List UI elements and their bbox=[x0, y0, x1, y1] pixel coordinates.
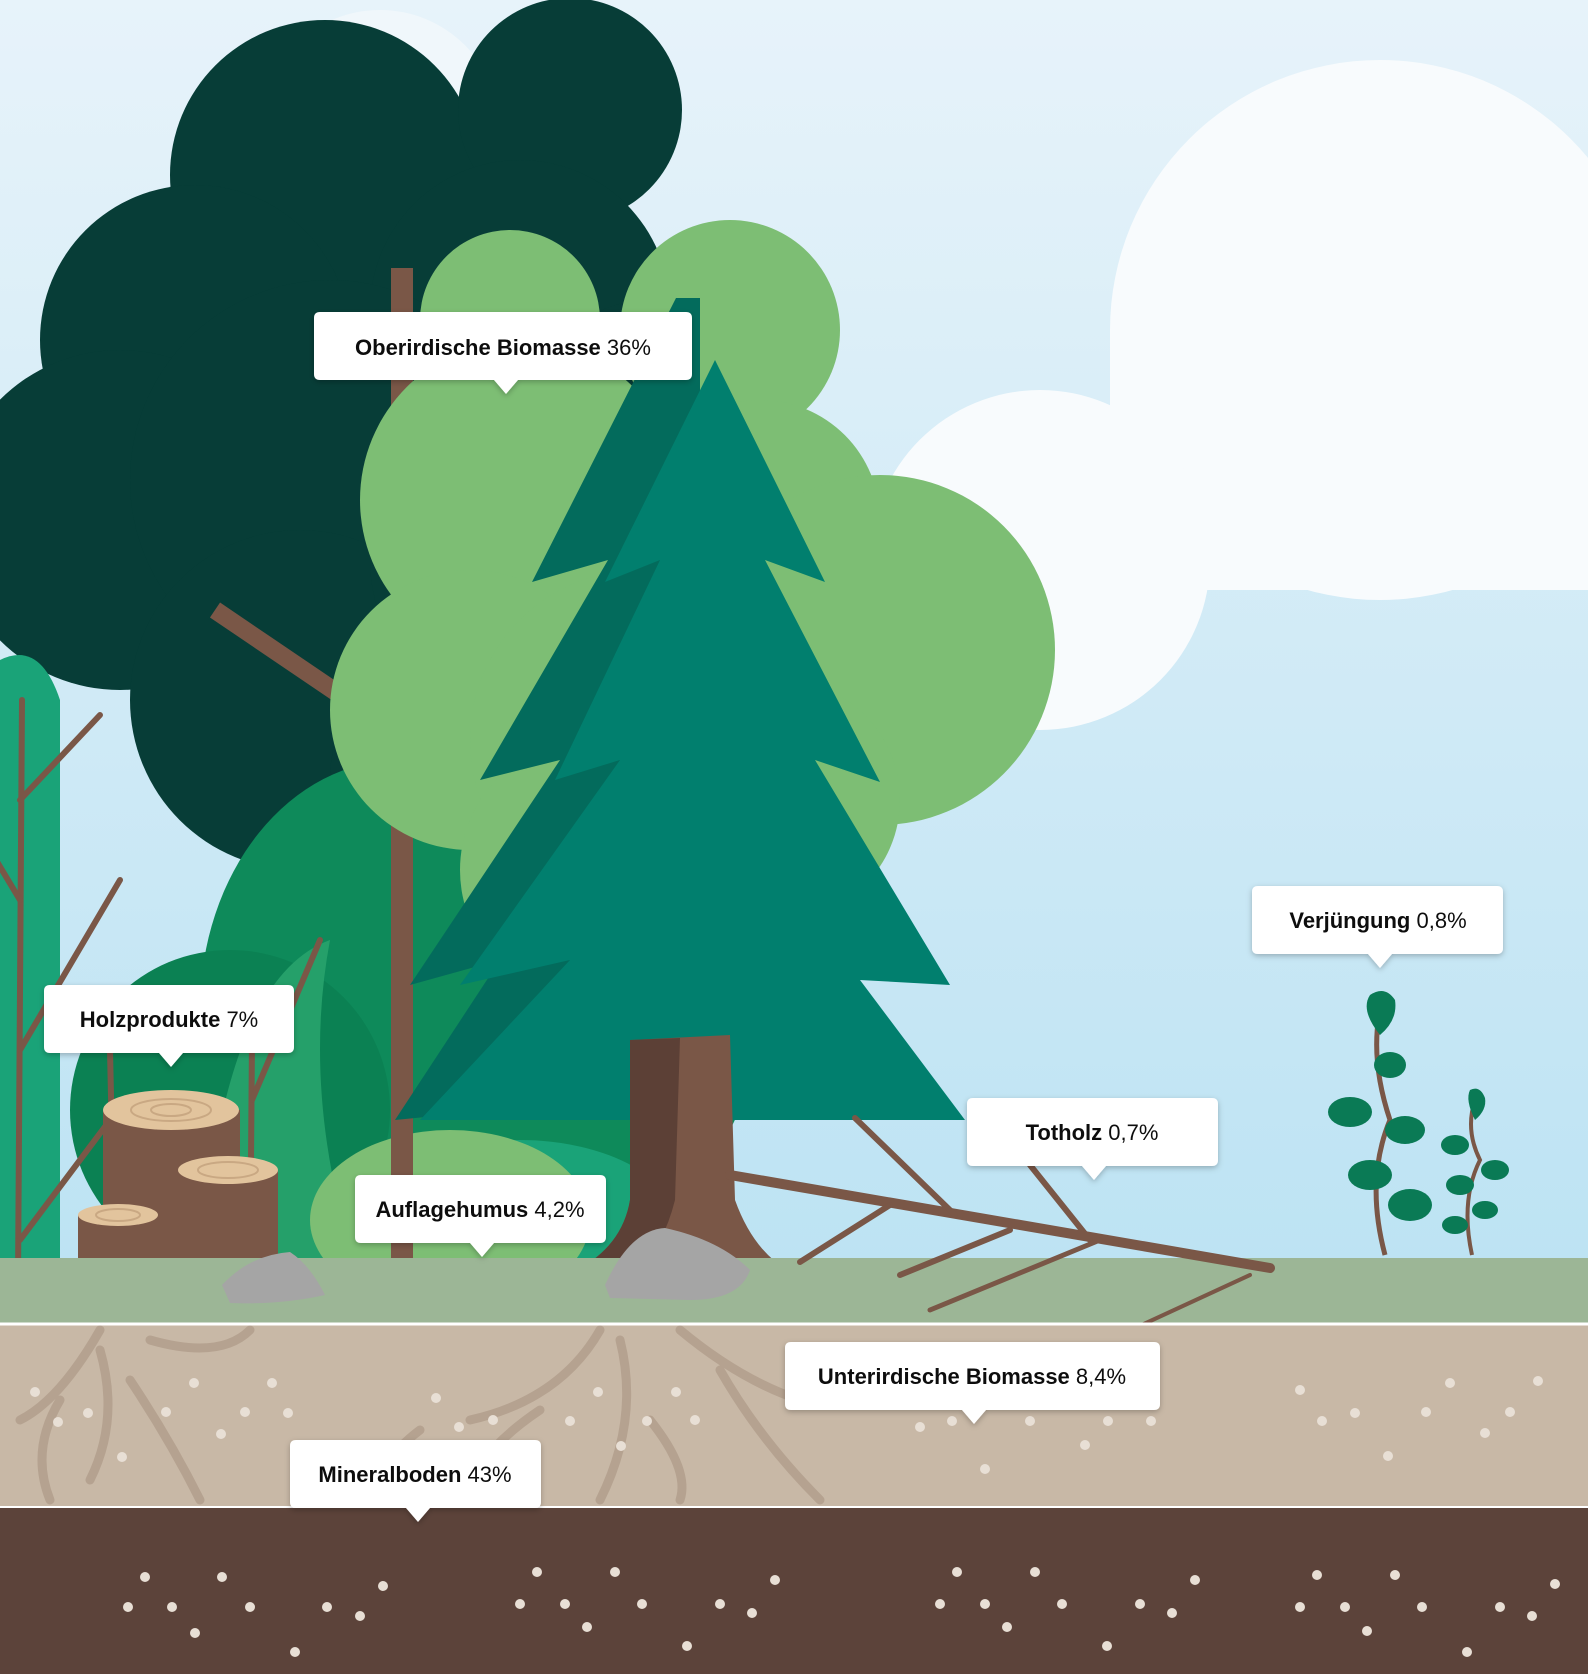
callout-unterirdische-biomasse: Unterirdische Biomasse 8,4% bbox=[785, 1342, 1160, 1424]
soil-specks-upper bbox=[30, 1376, 1543, 1474]
svg-text:Unterirdische Biomasse 8,4%: Unterirdische Biomasse 8,4% bbox=[818, 1364, 1126, 1389]
callout-label: Unterirdische Biomasse bbox=[818, 1364, 1070, 1389]
dead-wood bbox=[725, 1115, 1275, 1337]
callout-auflagehumus: Auflagehumus 4,2% bbox=[355, 1175, 606, 1257]
callout-mineralboden: Mineralboden 43% bbox=[290, 1440, 541, 1522]
callout-label: Oberirdische Biomasse bbox=[355, 335, 601, 360]
spruce-tree bbox=[395, 298, 965, 1283]
callout-label: Holzprodukte bbox=[80, 1007, 221, 1032]
callout-value: 7% bbox=[226, 1007, 258, 1032]
callout-label: Mineralboden bbox=[318, 1462, 461, 1487]
callout-value: 43% bbox=[468, 1462, 512, 1487]
svg-text:Auflagehumus 4,2%: Auflagehumus 4,2% bbox=[375, 1197, 584, 1222]
callout-value: 0,7% bbox=[1108, 1120, 1158, 1145]
callout-value: 4,2% bbox=[534, 1197, 584, 1222]
svg-text:Oberirdische Biomasse 36%: Oberirdische Biomasse 36% bbox=[355, 335, 651, 360]
callout-holzprodukte: Holzprodukte 7% bbox=[44, 985, 294, 1067]
callout-totholz: Totholz 0,7% bbox=[967, 1098, 1218, 1180]
svg-text:Totholz 0,7%: Totholz 0,7% bbox=[1026, 1120, 1159, 1145]
stones bbox=[222, 1228, 750, 1304]
svg-text:Verjüngung 0,8%: Verjüngung 0,8% bbox=[1289, 908, 1466, 933]
callout-verjuengung: Verjüngung 0,8% bbox=[1252, 886, 1503, 968]
callout-label: Auflagehumus bbox=[375, 1197, 528, 1222]
svg-text:Mineralboden 43%: Mineralboden 43% bbox=[318, 1462, 511, 1487]
callout-value: 0,8% bbox=[1416, 908, 1466, 933]
seedlings bbox=[1328, 991, 1509, 1256]
callout-value: 8,4% bbox=[1076, 1364, 1126, 1389]
soil-specks-lower bbox=[123, 1567, 1560, 1657]
bare-shrubs bbox=[0, 697, 323, 1283]
callout-value: 36% bbox=[607, 335, 651, 360]
svg-text:Holzprodukte 7%: Holzprodukte 7% bbox=[80, 1007, 258, 1032]
callout-label: Verjüngung bbox=[1289, 908, 1410, 933]
callout-oberirdische-biomasse: Oberirdische Biomasse 36% bbox=[314, 312, 692, 394]
soil-mineral-layer bbox=[0, 1508, 1588, 1674]
callout-label: Totholz bbox=[1026, 1120, 1103, 1145]
